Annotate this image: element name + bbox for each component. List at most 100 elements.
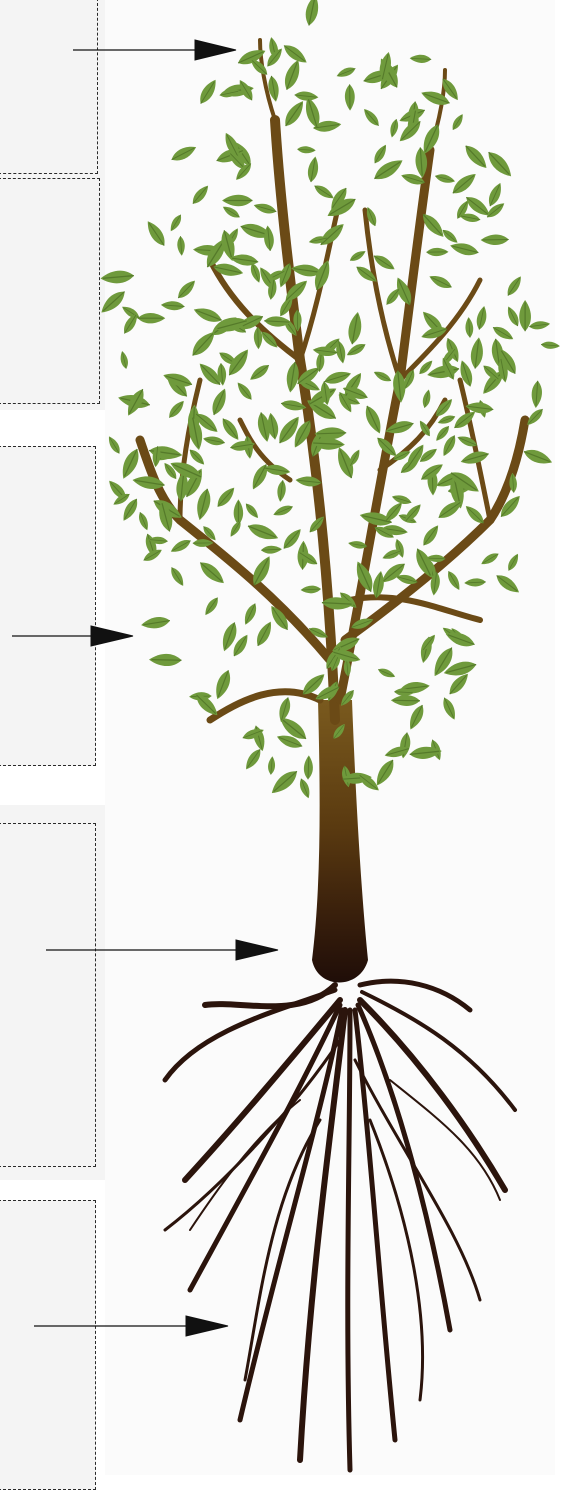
leaf [448, 239, 481, 259]
leaf [361, 402, 386, 437]
leaf [483, 147, 517, 182]
leaf [241, 746, 265, 773]
leaf [148, 652, 183, 667]
leaf [478, 550, 501, 568]
leaf [409, 53, 432, 64]
trunk [312, 700, 368, 983]
leaf [160, 299, 186, 312]
leaf [174, 276, 199, 302]
leaf [376, 665, 397, 681]
leaf [142, 217, 170, 250]
arrow-roots [34, 1315, 229, 1337]
leaf [474, 304, 490, 332]
leaf [137, 312, 166, 324]
leaf [460, 141, 492, 173]
leaf [96, 286, 130, 318]
leaf [484, 199, 508, 221]
leaf [387, 117, 401, 139]
leaf [250, 724, 268, 753]
leaf [303, 754, 314, 780]
leaf [305, 155, 321, 184]
leaf [252, 200, 278, 217]
leaf [448, 169, 480, 199]
leaf [521, 445, 555, 469]
leaf [504, 304, 522, 329]
arrow-trunk [46, 939, 279, 961]
leaf [168, 536, 194, 556]
leaf [371, 756, 399, 790]
leaf [201, 594, 222, 618]
leaf [433, 171, 457, 186]
leaf [266, 755, 277, 776]
label-box-roots-upper [0, 823, 96, 1167]
leaf [136, 510, 152, 533]
leaf [211, 667, 235, 702]
leaf [347, 247, 368, 264]
leaf [242, 501, 262, 521]
leaf [240, 601, 260, 628]
leaf [360, 105, 383, 129]
leaf [234, 379, 256, 403]
leaf [370, 142, 390, 166]
leaf [449, 111, 466, 132]
leaf [221, 194, 254, 207]
leaf [189, 182, 212, 208]
leaf [167, 212, 185, 234]
label-box-branches [0, 178, 100, 404]
leaf [444, 568, 464, 593]
label-box-trunk [0, 446, 96, 766]
leaf [245, 519, 282, 545]
arrow-branches [12, 625, 134, 647]
leaf [344, 83, 356, 112]
leaf [233, 498, 244, 526]
arrows [12, 39, 279, 1337]
leaf [463, 577, 487, 588]
leaf [530, 379, 544, 409]
leaf [490, 323, 516, 344]
leaf [275, 479, 288, 503]
leaf [299, 584, 322, 595]
leaf [344, 340, 368, 360]
leaf [371, 368, 394, 385]
leaf [280, 97, 309, 130]
leaf [345, 310, 365, 346]
leaf [462, 502, 488, 528]
leaf [139, 614, 172, 632]
leaf [540, 340, 561, 351]
leaf [117, 445, 144, 482]
leaf [176, 235, 186, 257]
label-box-leaves [0, 0, 98, 174]
leaf [186, 446, 208, 468]
leaf [193, 486, 214, 523]
leaf [296, 145, 317, 155]
label-box-roots-lower [0, 1200, 96, 1490]
leaf [213, 483, 239, 511]
leaf [252, 618, 276, 649]
leaf [201, 434, 227, 448]
leaf [187, 327, 220, 361]
leaf [260, 544, 283, 555]
leaf [191, 303, 225, 327]
leaf [390, 694, 421, 707]
leaf [334, 64, 358, 81]
leaf [167, 564, 188, 589]
roots [162, 978, 517, 1473]
leaf [227, 519, 244, 539]
leaf [439, 695, 460, 722]
leaf [302, 0, 322, 28]
leaf [280, 57, 305, 93]
leaf [405, 702, 428, 733]
leaf [425, 247, 449, 257]
leaf [247, 55, 271, 79]
leaf [426, 271, 455, 292]
leaf [528, 319, 552, 332]
leaf [419, 522, 443, 549]
leaf [208, 386, 231, 418]
leaf [118, 349, 130, 370]
leaf [195, 76, 221, 107]
leaf [503, 273, 525, 299]
arrow-leaves [73, 39, 237, 61]
leaf [271, 502, 295, 519]
leaf [479, 233, 510, 246]
leaf [492, 570, 523, 598]
